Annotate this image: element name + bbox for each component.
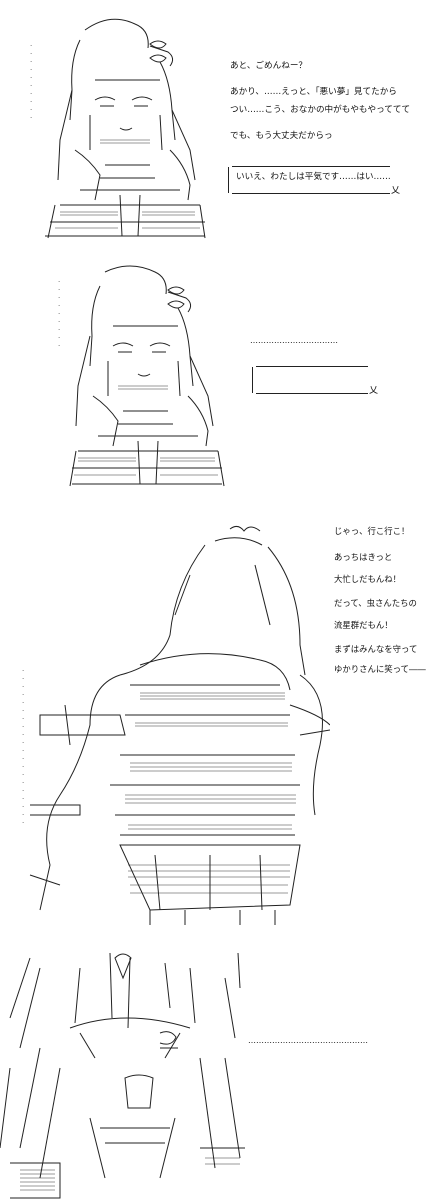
panel-4: ……………………………………… <box>0 948 444 1200</box>
dialogue-line: だって、虫さんたちの <box>334 598 417 608</box>
character-ascii-art-2 <box>0 262 230 492</box>
margin-dots: . . . . . . . . . . <box>30 40 33 120</box>
dialogue-line: あと、ごめんねー？ <box>230 61 308 71</box>
character-ascii-art-4 <box>0 948 250 1200</box>
speech-box-bottom <box>256 393 368 394</box>
speech-tail: 乂 <box>390 186 400 196</box>
dialogue-line: あっちはきっと <box>334 552 393 562</box>
speech-box-left <box>252 367 257 393</box>
dialogue-line: まずはみんなを守って <box>334 644 418 654</box>
dialogue-line: あかり、……えっと、「悪い夢」見てたから <box>230 87 397 97</box>
character-ascii-art-3 <box>0 515 330 930</box>
panel-3: . . . . . . . . . . . . . . . . . . . . … <box>0 515 444 930</box>
speech-box-left <box>228 167 233 193</box>
speech-box-bottom <box>232 193 390 194</box>
silence-dots: …………………………… <box>250 336 338 345</box>
dialogue-line: 大忙しだもんね！ <box>334 574 401 584</box>
speech-box-1: いいえ、わたしは平気です……はい…… 乂 <box>228 166 400 196</box>
dialogue-line: ゆかりさんに笑って―― <box>334 664 426 674</box>
dialogue-line: じゃっ、行こ行こ！ <box>334 526 410 536</box>
dialogue-block-1: あと、ごめんねー？ あかり、……えっと、「悪い夢」見てたから つい……こう、おな… <box>230 60 410 142</box>
speech-box-top <box>256 366 368 367</box>
speech-box-2: 乂 <box>252 366 378 396</box>
dialogue-line: つい……こう、おなかの中がもやもやっててて <box>230 105 411 115</box>
character-ascii-art-1 <box>0 0 210 250</box>
speech-text: いいえ、わたしは平気です……はい…… <box>236 172 391 182</box>
dialogue-line: でも、もう大丈夫だからっ <box>230 131 333 141</box>
margin-dots: . . . . . . . . . <box>58 276 61 348</box>
margin-dots: . . . . . . . . . . . . . . . . . . . . <box>22 665 25 825</box>
panel-2: . . . . . . . . . …………………………… 乂 <box>0 262 444 492</box>
speech-tail: 乂 <box>368 386 378 396</box>
dialogue-block-3: じゃっ、行こ行こ！ あっちはきっと 大忙しだもんね！ だって、虫さんたちの 流星… <box>334 525 426 675</box>
silence-dots: ……………………………………… <box>248 1036 368 1045</box>
panel-1: . . . . . . . . . . あと、ごめんねー？ あかり、……えっと、… <box>0 0 444 250</box>
dialogue-line: 流星群だもん！ <box>334 620 393 630</box>
speech-box-top <box>232 166 390 167</box>
